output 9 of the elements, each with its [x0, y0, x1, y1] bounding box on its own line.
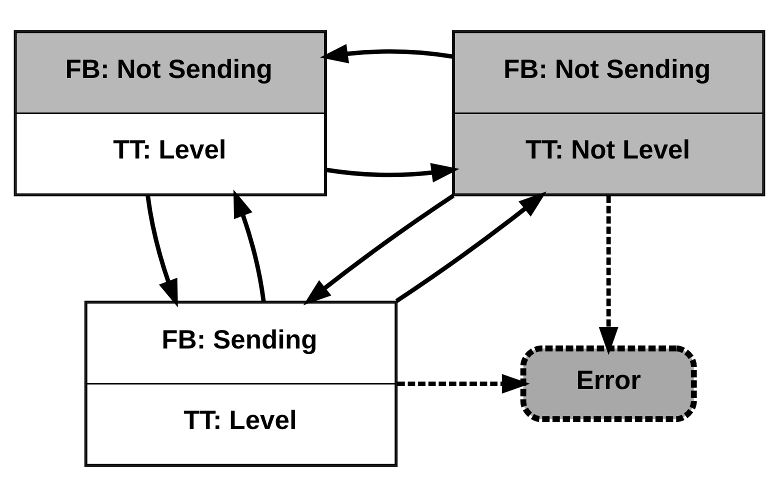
node-box: Error — [520, 345, 697, 422]
arrow — [320, 43, 454, 63]
arrow — [146, 194, 178, 307]
arrow — [395, 191, 546, 302]
arrow — [303, 193, 455, 305]
arrow — [598, 195, 618, 354]
arrow — [326, 162, 460, 182]
arrow — [398, 373, 530, 394]
arrow — [233, 188, 266, 301]
